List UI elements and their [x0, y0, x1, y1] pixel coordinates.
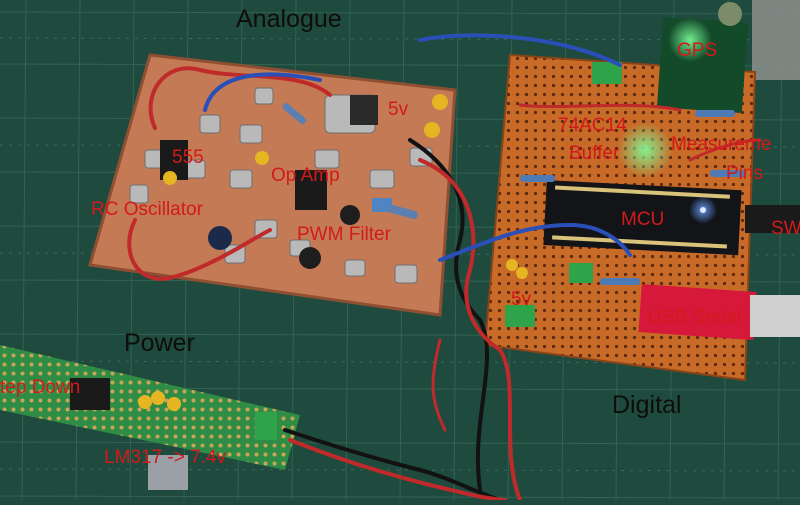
terminal-block-5v — [505, 305, 535, 327]
section-label-analogue: Analogue — [236, 5, 342, 33]
electrolytic-capacitor — [208, 226, 232, 250]
label-sw: SW — [771, 218, 800, 239]
label-gps: GPS — [677, 40, 718, 61]
tantalum-capacitor — [432, 94, 448, 110]
section-label-power: Power — [124, 329, 195, 357]
mcu-module — [543, 180, 742, 256]
label-lm317: LM317 -> 7.4v — [104, 447, 226, 468]
analogue-copper-board — [88, 53, 457, 317]
label-digital-5v: 5v — [511, 289, 532, 310]
label-mcu: MCU — [621, 209, 665, 230]
label-555: 555 — [172, 147, 204, 168]
label-rc-oscillator: RC Oscillator — [91, 199, 203, 220]
power-green-board — [0, 345, 300, 490]
terminal-block-power — [255, 412, 277, 440]
step-down-module — [70, 378, 110, 410]
label-pwm-filter: PWM Filter — [297, 224, 391, 245]
label-step-down: tep Down — [0, 377, 81, 398]
wiring — [127, 33, 762, 502]
label-buffer: Buffer — [569, 143, 620, 164]
terminal-block-top — [592, 62, 622, 84]
label-usb-serial: USB Serial — [648, 307, 741, 328]
usb-serial-module — [638, 284, 757, 340]
label-74ac14: 74AC14 — [558, 115, 627, 136]
op-amp-chip — [295, 170, 327, 210]
label-analogue-5v: 5v — [388, 99, 409, 120]
label-measurement: Measureme — [671, 134, 772, 155]
regulator-chip — [350, 95, 378, 125]
section-label-digital: Digital — [612, 391, 682, 419]
label-pins: Pins — [726, 163, 763, 184]
digital-perfboard — [483, 2, 800, 382]
label-op-amp: Op Amp — [271, 165, 340, 186]
